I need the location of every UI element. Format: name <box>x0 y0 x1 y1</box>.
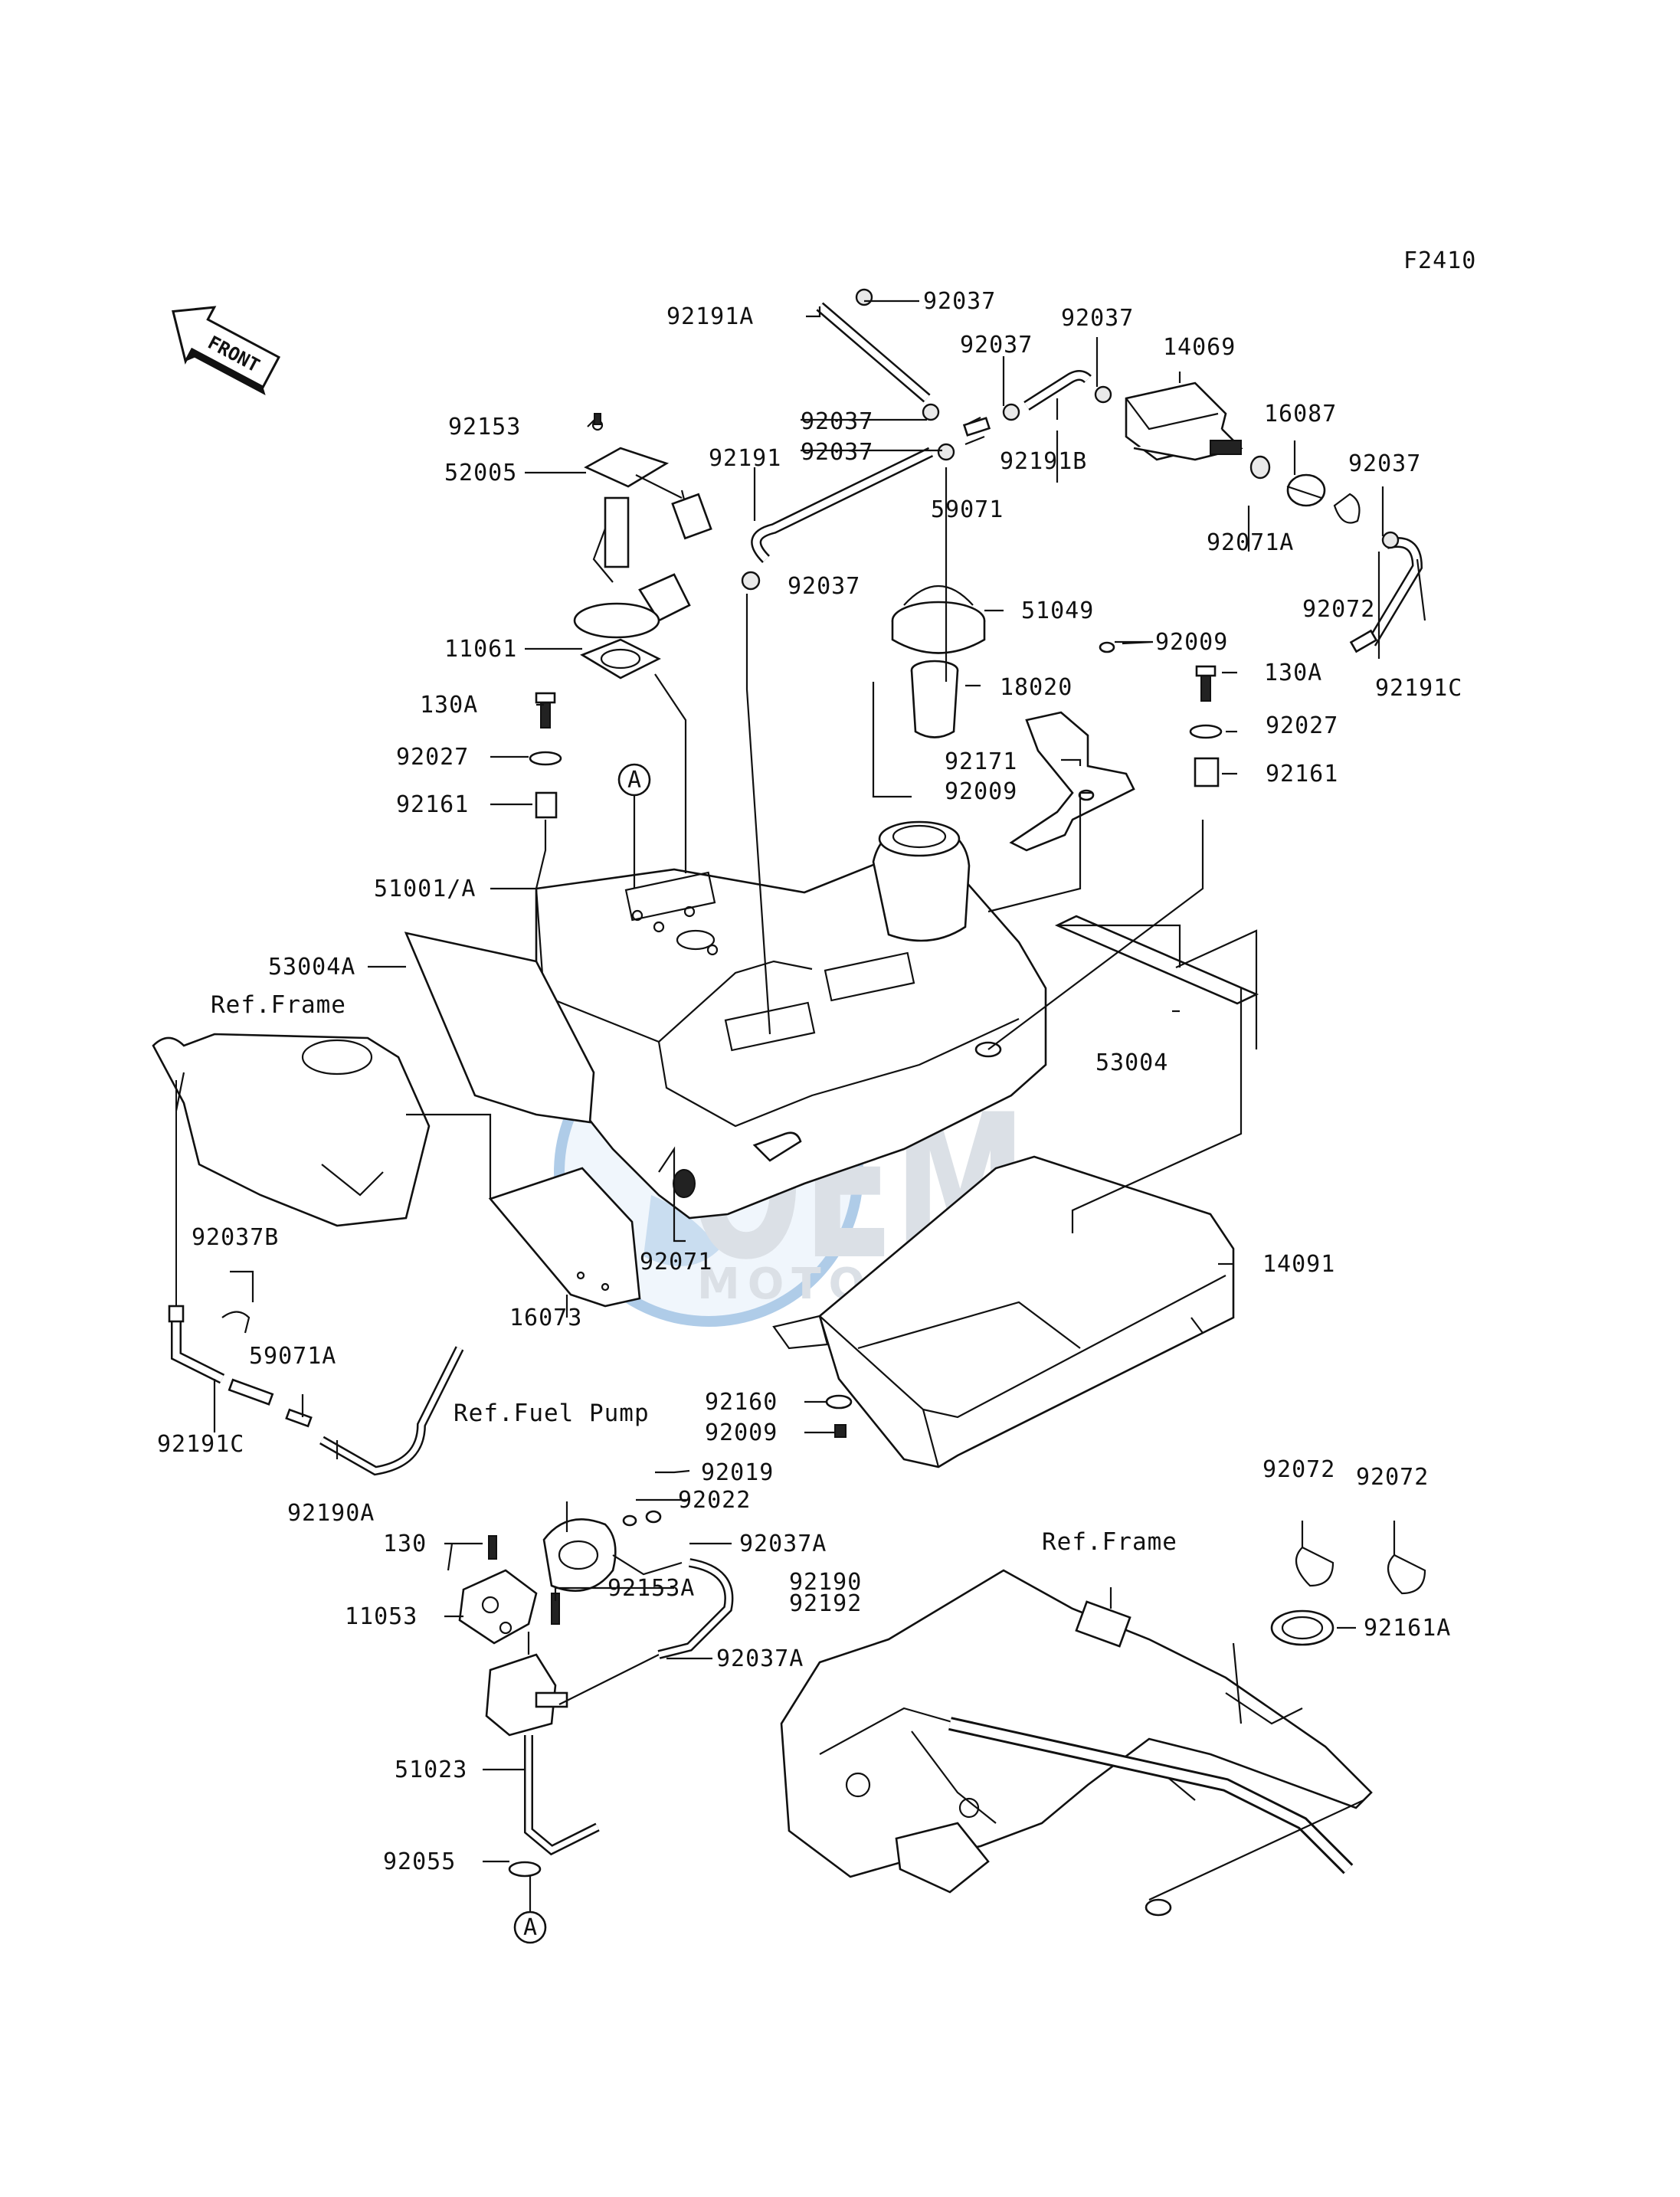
charcoal-canister-14069 <box>1125 381 1243 461</box>
clamp-92072-pair <box>1295 1546 1426 1595</box>
part-label-14091: 14091 <box>1262 1251 1335 1278</box>
part-label-92072-a: 92072 <box>1302 596 1375 623</box>
part-label-92037-g: 92037 <box>788 573 860 600</box>
part-label-51049: 51049 <box>1021 598 1094 624</box>
part-label-92037a-a: 92037A <box>739 1531 827 1557</box>
diagram-id: F2410 <box>1403 247 1476 274</box>
part-label-92037a-b: 92037A <box>716 1645 804 1672</box>
hardware <box>488 641 1223 1878</box>
part-label-92191a: 92191A <box>666 303 754 330</box>
fuel-gauge-sender-52005 <box>573 413 712 639</box>
part-label-92161a: 92161A <box>1364 1615 1451 1642</box>
side-shield-53004a <box>404 932 595 1124</box>
part-label-16087: 16087 <box>1264 401 1337 427</box>
part-label-92161-b: 92161 <box>1266 761 1338 787</box>
part-label-92171: 92171 <box>945 748 1017 775</box>
gasket-11061 <box>580 638 661 679</box>
ref-fuel-pump-label: Ref.Fuel Pump <box>454 1400 650 1427</box>
part-label-11053: 11053 <box>345 1603 418 1630</box>
side-shield-16073 <box>488 1167 641 1308</box>
part-label-92071: 92071 <box>640 1249 712 1275</box>
part-labels: 92191A 92037 92037 92037 14069 16087 920… <box>157 288 1462 1875</box>
tank-tray-14091 <box>772 1155 1235 1468</box>
part-label-92019: 92019 <box>701 1459 774 1486</box>
callout-a-bottom: A <box>513 1876 547 1944</box>
part-label-92153a: 92153A <box>607 1575 695 1602</box>
callout-a-top: A <box>617 763 651 889</box>
hose-92190 <box>657 1558 734 1659</box>
part-label-92037-f: 92037 <box>801 439 873 466</box>
part-label-16073: 16073 <box>509 1305 582 1331</box>
ref-frame-bottom <box>780 1569 1373 1917</box>
bracket-11053 <box>458 1569 538 1645</box>
callout-a-top-label: A <box>627 767 642 794</box>
part-label-53004a: 53004A <box>268 954 355 981</box>
part-label-92037-e: 92037 <box>801 408 873 435</box>
part-label-18020: 18020 <box>1000 674 1073 701</box>
part-label-92055: 92055 <box>383 1848 456 1875</box>
part-label-51001a: 51001/A <box>374 876 476 902</box>
part-label-92027-a: 92027 <box>396 744 469 771</box>
part-label-14069: 14069 <box>1163 334 1236 361</box>
part-label-92190: 92190 <box>789 1569 862 1596</box>
part-label-59071a: 59071A <box>249 1343 336 1370</box>
part-label-92009-b: 92009 <box>945 778 1017 805</box>
filler-neck-18020 <box>910 660 959 738</box>
part-label-130: 130 <box>383 1531 427 1557</box>
part-label-92009-a: 92009 <box>1155 629 1228 656</box>
part-label-52005: 52005 <box>444 460 517 486</box>
part-label-92190a: 92190A <box>287 1500 375 1527</box>
part-label-92009-c: 92009 <box>705 1419 778 1446</box>
part-label-92191c-b: 92191C <box>157 1431 244 1458</box>
part-label-92037-d: 92037 <box>1348 450 1421 477</box>
fuel-valve-51023 <box>485 1632 660 1856</box>
part-label-92160: 92160 <box>705 1389 778 1416</box>
foam-strip-53004 <box>1054 915 1259 1005</box>
part-label-51023: 51023 <box>395 1757 467 1783</box>
part-label-92037-c: 92037 <box>1061 305 1134 332</box>
part-label-130a-b: 130A <box>1264 660 1322 686</box>
part-label-92153: 92153 <box>448 414 521 440</box>
part-label-92037b: 92037B <box>192 1224 279 1251</box>
part-label-53004: 53004 <box>1095 1049 1168 1076</box>
part-label-92191c-a: 92191C <box>1375 675 1462 702</box>
callout-a-bottom-label: A <box>523 1914 538 1941</box>
part-label-59071: 59071 <box>931 496 1004 523</box>
part-label-11061: 11061 <box>444 636 517 663</box>
part-label-92037-a: 92037 <box>923 288 996 315</box>
part-label-92072-b: 92072 <box>1262 1456 1335 1483</box>
ref-frame-top-label: Ref.Frame <box>211 991 346 1019</box>
fuel-tank <box>535 820 1047 1220</box>
breather-hoses <box>741 224 1423 653</box>
part-label-92191: 92191 <box>709 445 781 472</box>
part-label-92192: 92192 <box>789 1590 862 1617</box>
filler-cap-51049 <box>891 585 986 654</box>
part-label-92191b: 92191B <box>1000 448 1087 475</box>
part-label-130a-a: 130A <box>420 692 478 719</box>
front-arrow-icon: FRONT <box>172 306 281 395</box>
part-label-92037-b: 92037 <box>960 332 1033 359</box>
part-label-92161-a: 92161 <box>396 791 469 818</box>
part-label-92022: 92022 <box>678 1487 751 1514</box>
ref-frame-bottom-label: Ref.Frame <box>1042 1528 1177 1556</box>
grommet-92161a <box>1270 1609 1335 1646</box>
part-label-92071a: 92071A <box>1207 529 1294 556</box>
part-label-92072-c: 92072 <box>1356 1464 1429 1491</box>
ref-fuel-pump <box>542 1501 683 1592</box>
bracket-92171 <box>1009 711 1135 852</box>
fuel-filter-16087 <box>1249 455 1361 524</box>
part-label-92027-b: 92027 <box>1266 712 1338 739</box>
ref-frame-left <box>152 1033 464 1476</box>
leader-lines <box>213 300 1426 1863</box>
